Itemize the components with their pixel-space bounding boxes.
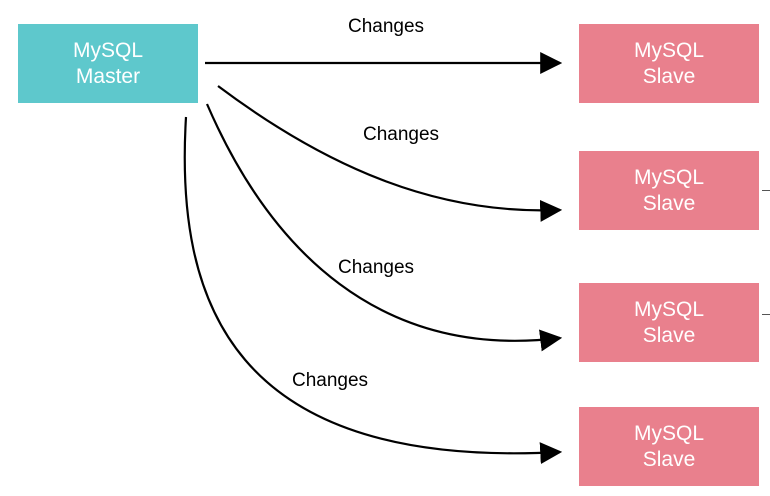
edge-stub-right-2 <box>762 314 770 315</box>
slave-node-2: MySQL Slave <box>579 151 759 230</box>
slave-node-1-line2: Slave <box>642 64 696 88</box>
slave-node-2-line1: MySQL <box>633 165 704 189</box>
slave-node-3-line2: Slave <box>642 323 696 347</box>
slave-node-1-line1: MySQL <box>633 38 704 62</box>
edge-stub-right-1 <box>762 190 770 191</box>
slave-node-3: MySQL Slave <box>579 283 759 362</box>
edge-label-4: Changes <box>292 370 368 391</box>
slave-node-2-line2: Slave <box>642 191 696 215</box>
edge-label-3: Changes <box>338 257 414 278</box>
master-node-line1: MySQL <box>72 38 143 62</box>
master-node: MySQL Master <box>18 24 198 103</box>
slave-node-3-line1: MySQL <box>633 297 704 321</box>
edge-label-1: Changes <box>348 16 424 37</box>
master-node-line2: Master <box>75 64 141 88</box>
slave-node-1: MySQL Slave <box>579 24 759 103</box>
edge-master-to-slave-4 <box>183 116 563 465</box>
slave-node-4: MySQL Slave <box>579 407 759 486</box>
edge-master-to-slave-2 <box>217 85 563 222</box>
edge-master-to-slave-3 <box>205 103 563 352</box>
slave-node-4-line1: MySQL <box>633 421 704 445</box>
edge-label-2: Changes <box>363 124 439 145</box>
slave-node-4-line2: Slave <box>642 447 696 471</box>
